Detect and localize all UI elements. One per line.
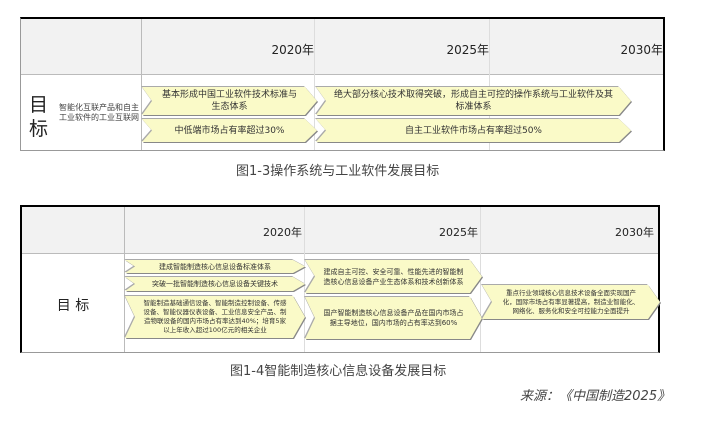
goal-text: 绝大部分核心技术取得突破，形成自主可控的操作系统与工业软件及其标准体系	[316, 87, 631, 115]
figure2-header-row	[22, 207, 658, 254]
goal-text: 中低端市场占有率超过30%	[142, 119, 317, 142]
figure2-table: 2020年 2025年 2030年 目 标 建成智能制造核心信息设备标准体系 突…	[20, 205, 660, 353]
goal-chevron: 中低端市场占有率超过30%	[142, 119, 317, 142]
figure1-table: 2020年 2025年 2030年 目 标 智能化互联产品和自主工业软件的工业互…	[20, 17, 665, 151]
divider	[304, 207, 305, 352]
year-2020: 2020年	[263, 226, 302, 239]
divider	[480, 207, 481, 352]
figure1-caption: 图1-3操作系统与工业软件发展目标	[236, 164, 440, 179]
row-label-char: 标	[29, 118, 49, 140]
year-2030: 2030年	[615, 226, 654, 239]
figure1-header-row	[21, 19, 663, 75]
year-2025: 2025年	[439, 226, 478, 239]
divider	[141, 19, 142, 150]
goal-text: 智能制造基础通信设备、智能制造控制设备、传感设备、智能仪器仪表设备、工业信息安全…	[125, 296, 305, 338]
figure2-caption: 图1-4智能制造核心信息设备发展目标	[230, 364, 447, 379]
row-label: 目 标	[29, 93, 48, 141]
goal-text: 国产智能制造核心信息设备产品在国内市场占据主导地位，国内市场的占有率达到60%	[305, 297, 482, 339]
goal-chevron: 自主工业软件市场占有率超过50%	[316, 119, 631, 142]
goal-text: 基本形成中国工业软件技术标准与生态体系	[142, 87, 317, 115]
goal-chevron: 国产智能制造核心信息设备产品在国内市场占据主导地位，国内市场的占有率达到60%	[305, 297, 482, 339]
goal-text: 建成智能制造核心信息设备标准体系	[125, 260, 305, 273]
goal-chevron: 建成自主可控、安全可靠、性能先进的智能制造核心信息设备产业生态体系和技术创新体系	[305, 260, 482, 293]
row-label: 目 标	[56, 298, 90, 314]
goal-chevron: 智能制造基础通信设备、智能制造控制设备、传感设备、智能仪器仪表设备、工业信息安全…	[125, 296, 305, 338]
goal-chevron: 基本形成中国工业软件技术标准与生态体系	[142, 87, 317, 115]
goal-text: 建成自主可控、安全可靠、性能先进的智能制造核心信息设备产业生态体系和技术创新体系	[305, 260, 482, 293]
goal-chevron: 重点行业领域核心信息技术设备全面实现国产化，国际市场占有率显著提高，制造业智能化…	[482, 285, 660, 319]
divider	[124, 207, 125, 352]
source-note: 来源：《中国制造2025》	[520, 389, 671, 404]
year-2025: 2025年	[446, 43, 489, 57]
year-2030: 2030年	[620, 43, 663, 57]
row-label-char: 目	[29, 94, 49, 116]
goal-text: 重点行业领域核心信息技术设备全面实现国产化，国际市场占有率显著提高，制造业智能化…	[482, 285, 660, 319]
divider	[489, 19, 490, 150]
goal-text: 自主工业软件市场占有率超过50%	[316, 119, 631, 142]
row-sublabel: 智能化互联产品和自主工业软件的工业互联网	[59, 103, 139, 122]
year-2020: 2020年	[271, 43, 314, 57]
goal-text: 突破一批智能制造核心信息设备关键技术	[125, 277, 305, 291]
goal-chevron: 建成智能制造核心信息设备标准体系	[125, 260, 305, 273]
goal-chevron: 绝大部分核心技术取得突破，形成自主可控的操作系统与工业软件及其标准体系	[316, 87, 631, 115]
divider	[314, 19, 315, 150]
goal-chevron: 突破一批智能制造核心信息设备关键技术	[125, 277, 305, 291]
